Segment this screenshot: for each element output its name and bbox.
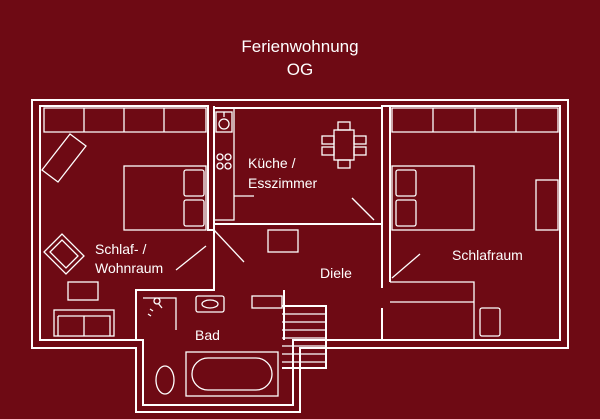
label-kueche: Küche / bbox=[248, 155, 296, 171]
door-diele bbox=[213, 229, 245, 263]
bath-cabinet bbox=[251, 295, 283, 309]
shower-icon bbox=[147, 297, 163, 317]
room-kueche: Küche / Esszimmer bbox=[214, 107, 375, 221]
door-right bbox=[391, 253, 421, 279]
sofa-diagonal bbox=[41, 133, 87, 183]
bathtub-icon bbox=[185, 351, 279, 397]
label-esszimmer: Esszimmer bbox=[248, 175, 318, 191]
kitchen-counter bbox=[214, 107, 235, 221]
room-schlaf-wohnraum: Schlaf- / Wohnraum bbox=[41, 107, 207, 337]
room-schlafraum: Schlafraum bbox=[390, 107, 559, 340]
room-bad: Bad bbox=[143, 295, 283, 397]
stairs bbox=[282, 305, 327, 369]
wardrobe-right bbox=[391, 107, 559, 133]
toilet-icon bbox=[155, 365, 175, 395]
shower-area bbox=[143, 297, 177, 330]
room-diele: Diele bbox=[213, 229, 352, 281]
dresser bbox=[535, 179, 559, 231]
label-wohnraum: Wohnraum bbox=[95, 260, 163, 276]
sink-icon bbox=[215, 111, 233, 133]
label-schlafraum: Schlafraum bbox=[452, 247, 523, 263]
label-bad: Bad bbox=[195, 327, 220, 343]
sofa-bottom bbox=[53, 309, 115, 337]
stove-icon bbox=[216, 153, 232, 170]
plan-title: Ferienwohnung bbox=[241, 37, 358, 56]
diele-cabinet bbox=[267, 229, 299, 253]
armchair bbox=[43, 233, 85, 275]
plan-subtitle: OG bbox=[287, 60, 313, 79]
bed-bottom bbox=[390, 281, 501, 340]
bed-right bbox=[391, 165, 475, 231]
washbasin-icon bbox=[195, 295, 225, 313]
label-schlaf: Schlaf- / bbox=[95, 241, 146, 257]
table bbox=[67, 281, 99, 301]
wardrobe-left bbox=[43, 107, 207, 133]
door-kitchen bbox=[351, 197, 375, 221]
dining-table bbox=[321, 121, 367, 169]
interior-walls bbox=[135, 106, 391, 340]
label-diele: Diele bbox=[320, 265, 352, 281]
outer-walls bbox=[31, 99, 569, 413]
door-left bbox=[175, 245, 207, 271]
bed-left bbox=[123, 165, 207, 231]
